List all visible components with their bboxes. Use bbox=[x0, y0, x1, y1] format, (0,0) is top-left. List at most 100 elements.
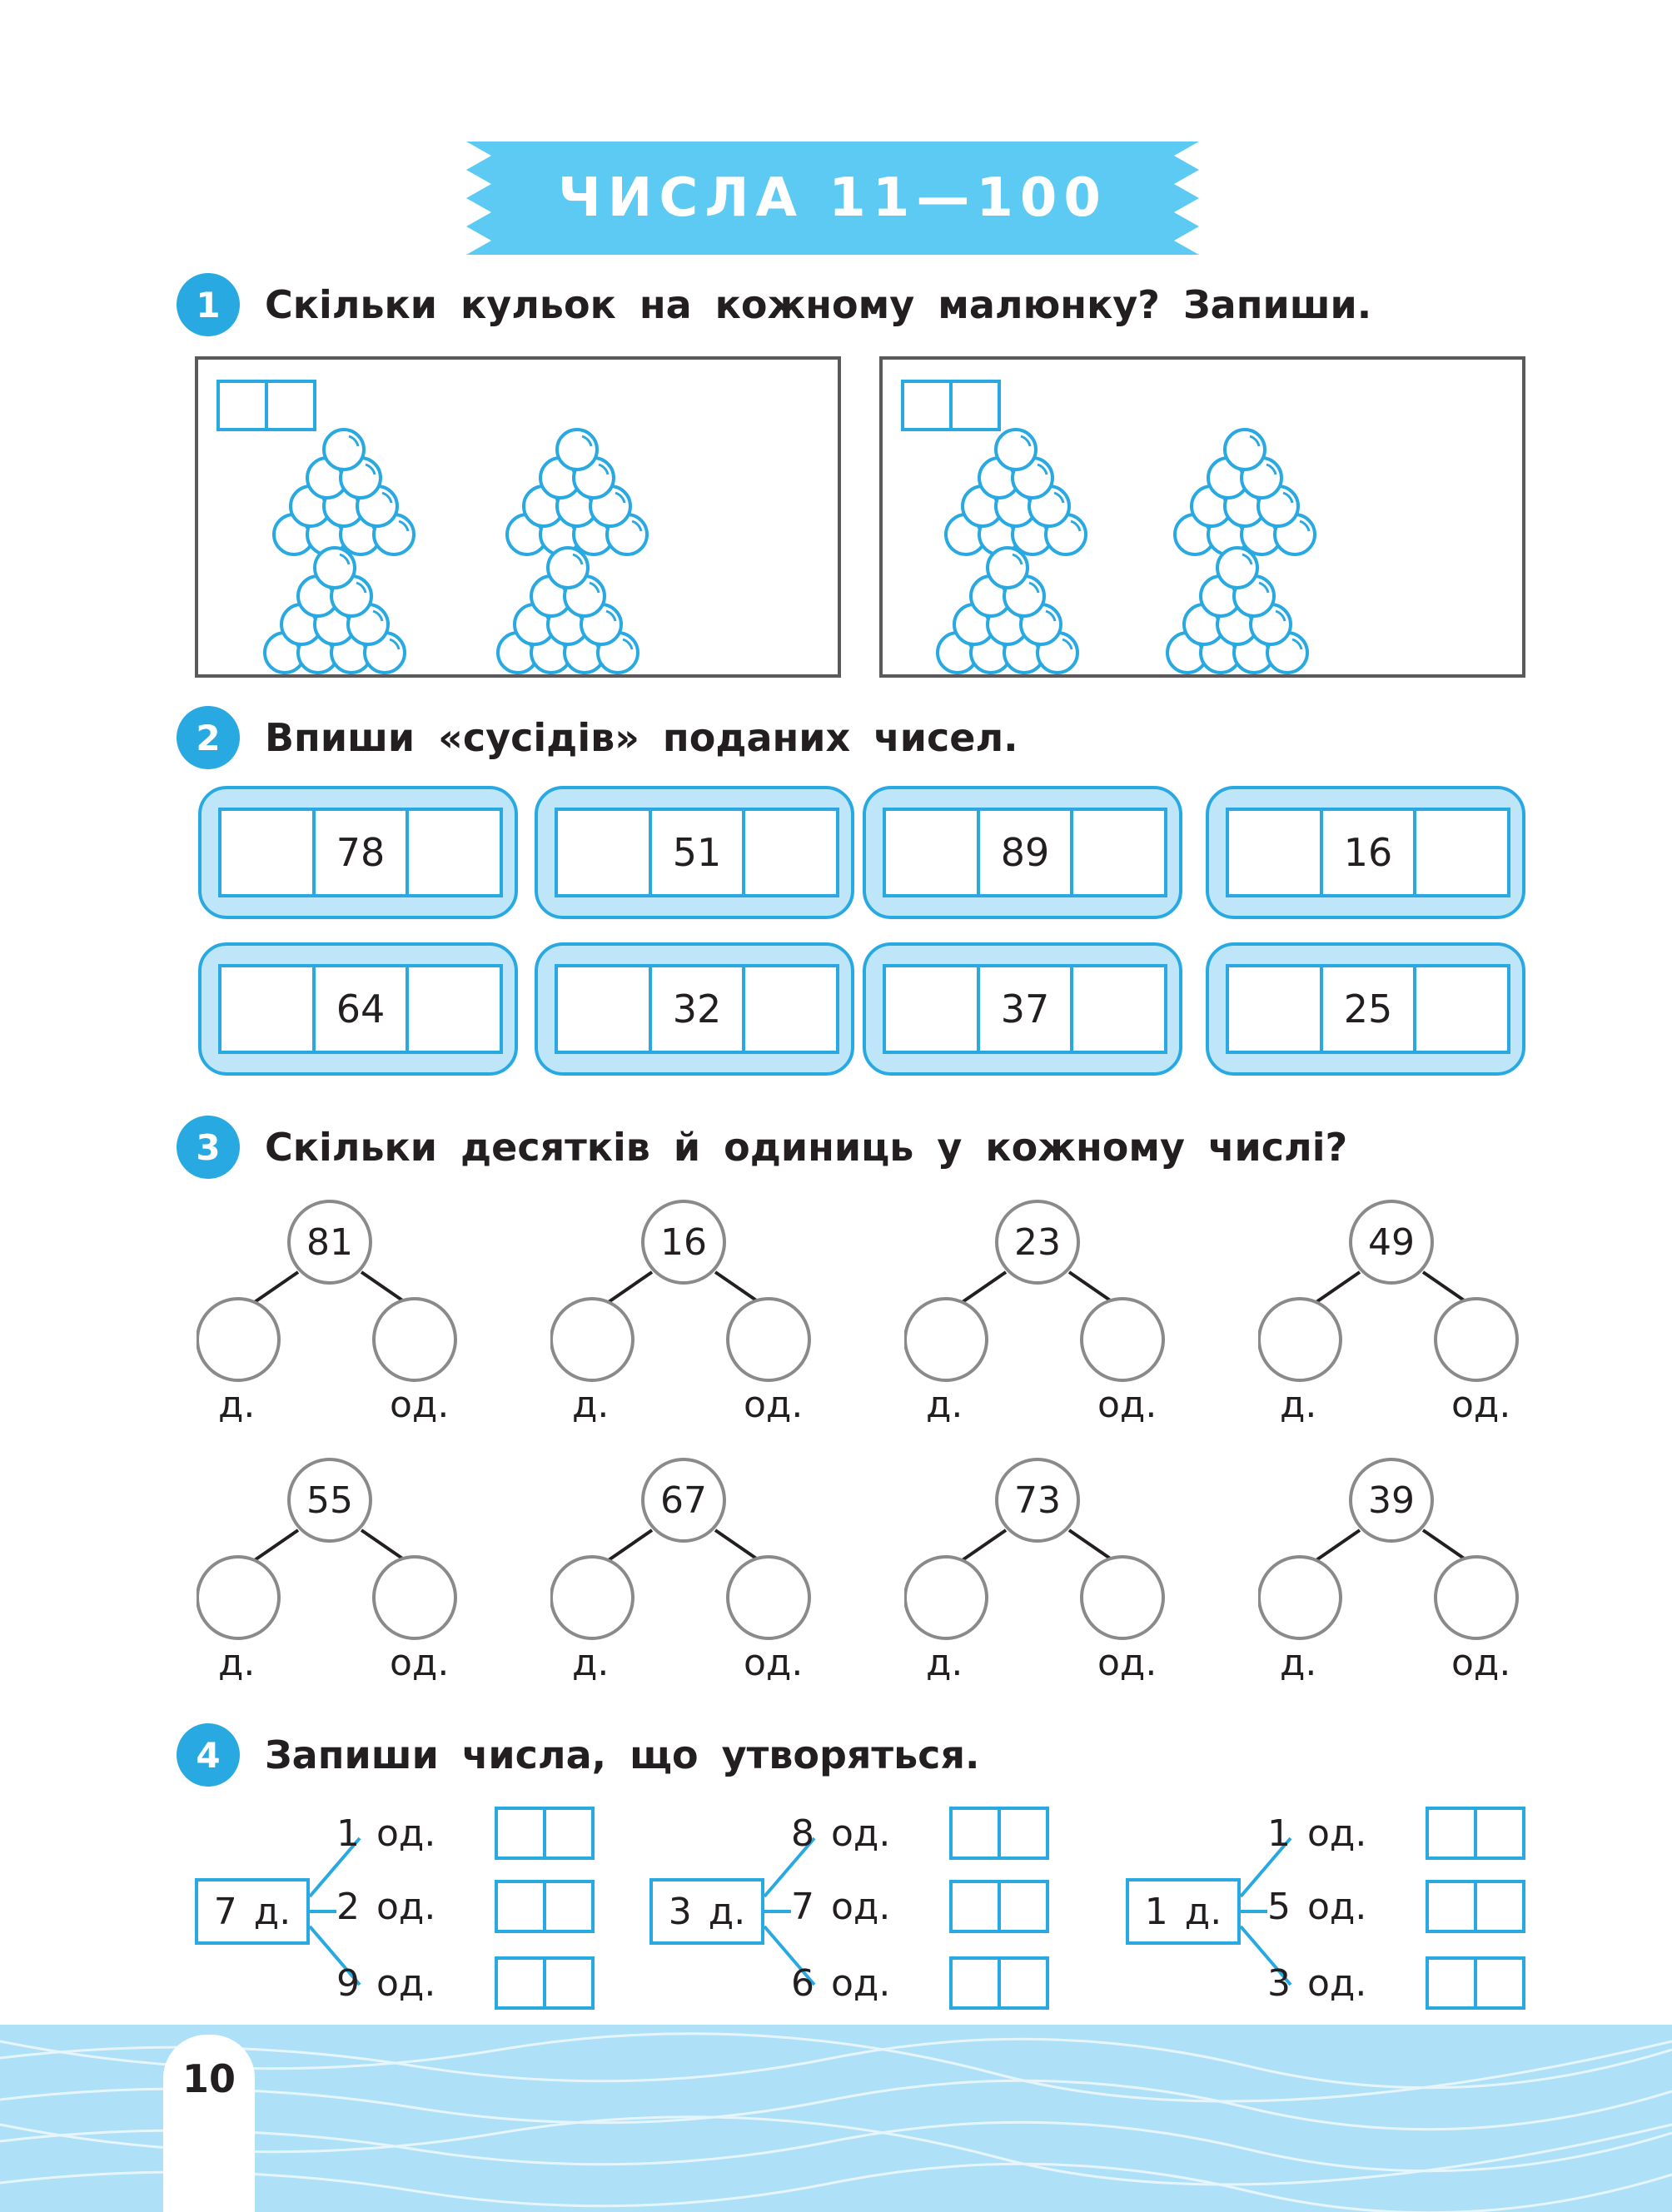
tens-circle[interactable] bbox=[904, 1555, 988, 1640]
answer-box[interactable] bbox=[495, 1807, 595, 1860]
given-number: 51 bbox=[648, 811, 743, 894]
task-instruction: Скільки десятків й одиниць у кожному чис… bbox=[265, 1125, 1348, 1170]
tree-lines bbox=[1258, 1200, 1519, 1382]
units-item: 5 од. bbox=[1267, 1885, 1367, 1928]
previous-number-input[interactable] bbox=[1229, 967, 1320, 1051]
answer-box[interactable] bbox=[216, 380, 316, 431]
ball-highlight bbox=[398, 519, 410, 532]
neighbor-row: 37 bbox=[883, 964, 1167, 1054]
tens-circle[interactable] bbox=[550, 1297, 634, 1382]
tree-lines bbox=[1258, 1458, 1519, 1640]
composition-group: 3 д.8 од.7 од.6 од. bbox=[649, 1805, 1049, 2021]
previous-number-input[interactable] bbox=[558, 967, 649, 1051]
tens-circle[interactable] bbox=[1258, 1297, 1342, 1382]
neighbor-card: 37 bbox=[863, 942, 1182, 1076]
tens-circle[interactable] bbox=[904, 1297, 988, 1382]
answer-box[interactable] bbox=[949, 1956, 1049, 2010]
task-1-header: 1 Скільки кульок на кожному малюнку? Зап… bbox=[177, 271, 1371, 338]
ball-highlight bbox=[1291, 638, 1303, 650]
units-item: 2 од. bbox=[336, 1885, 436, 1928]
task-3-header: 3 Скільки десятків й одиниць у кожному ч… bbox=[177, 1114, 1347, 1181]
ball-highlight bbox=[389, 638, 401, 650]
task-4-header: 4 Запиши числа, що утворяться. bbox=[177, 1722, 979, 1788]
ball-highlight bbox=[1053, 491, 1065, 504]
next-number-input[interactable] bbox=[1413, 811, 1507, 894]
ball-highlight bbox=[1070, 519, 1082, 532]
next-number-input[interactable] bbox=[742, 967, 836, 1051]
answer-box[interactable] bbox=[901, 380, 1001, 431]
ball-highlight bbox=[1275, 609, 1286, 622]
next-number-input[interactable] bbox=[406, 811, 500, 894]
tree-lines bbox=[904, 1458, 1165, 1640]
tens-base: 7 д. bbox=[195, 1878, 310, 1945]
neighbor-card: 32 bbox=[535, 942, 854, 1076]
ball-icon bbox=[555, 428, 599, 471]
answer-box[interactable] bbox=[1426, 1807, 1525, 1860]
balls-picture-left bbox=[195, 356, 841, 678]
answer-box[interactable] bbox=[495, 1880, 595, 1933]
tens-label: д. bbox=[926, 1642, 963, 1684]
answer-box[interactable] bbox=[949, 1880, 1049, 1933]
ball-highlight bbox=[339, 553, 351, 565]
units-circle[interactable] bbox=[372, 1555, 457, 1640]
units-label: од. bbox=[1451, 1384, 1511, 1426]
tens-circle[interactable] bbox=[1258, 1555, 1342, 1640]
ball-highlight bbox=[1258, 581, 1270, 594]
given-number: 32 bbox=[648, 967, 743, 1051]
given-number: 25 bbox=[1319, 967, 1414, 1051]
answer-box[interactable] bbox=[1426, 1880, 1525, 1933]
answer-box[interactable] bbox=[1426, 1956, 1525, 2010]
tens-base: 3 д. bbox=[649, 1878, 764, 1945]
tree-lines bbox=[550, 1200, 811, 1382]
ball-highlight bbox=[631, 519, 643, 532]
previous-number-input[interactable] bbox=[221, 967, 312, 1051]
composition-group: 7 д.1 од.2 од.9 од. bbox=[195, 1805, 595, 2021]
given-number: 23 bbox=[1014, 1220, 1061, 1264]
next-number-input[interactable] bbox=[406, 967, 500, 1051]
task-number-badge: 3 bbox=[177, 1116, 240, 1179]
given-number: 64 bbox=[311, 967, 406, 1051]
previous-number-input[interactable] bbox=[886, 811, 977, 894]
answer-box[interactable] bbox=[949, 1807, 1049, 1860]
ball-highlight bbox=[1045, 609, 1057, 622]
tens-circle[interactable] bbox=[197, 1297, 281, 1382]
ball-highlight bbox=[1282, 491, 1294, 504]
balls-drawing bbox=[263, 428, 649, 674]
next-number-input[interactable] bbox=[1070, 811, 1164, 894]
ball-highlight bbox=[1249, 435, 1261, 447]
units-circle[interactable] bbox=[1080, 1297, 1165, 1382]
previous-number-input[interactable] bbox=[221, 811, 312, 894]
units-circle[interactable] bbox=[726, 1555, 811, 1640]
neighbor-row: 78 bbox=[218, 808, 503, 897]
units-circle[interactable] bbox=[726, 1297, 811, 1382]
previous-number-input[interactable] bbox=[558, 811, 649, 894]
next-number-input[interactable] bbox=[1070, 967, 1164, 1051]
given-number: 37 bbox=[976, 967, 1071, 1051]
units-circle[interactable] bbox=[1080, 1555, 1165, 1640]
previous-number-input[interactable] bbox=[1229, 811, 1320, 894]
neighbor-card: 64 bbox=[198, 942, 518, 1076]
tens-circle[interactable] bbox=[550, 1555, 634, 1640]
tens-label: д. bbox=[1280, 1642, 1317, 1684]
previous-number-input[interactable] bbox=[886, 967, 977, 1051]
ball-icon bbox=[1216, 546, 1259, 589]
units-circle[interactable] bbox=[1434, 1555, 1519, 1640]
page-number: 10 bbox=[163, 2035, 255, 2212]
units-item: 9 од. bbox=[336, 1961, 436, 2005]
given-number: 81 bbox=[306, 1220, 353, 1264]
ball-highlight bbox=[372, 609, 384, 622]
ball-highlight bbox=[348, 435, 360, 447]
tens-label: д. bbox=[1280, 1384, 1317, 1426]
next-number-input[interactable] bbox=[742, 811, 836, 894]
ball-highlight bbox=[581, 435, 593, 447]
given-number: 49 bbox=[1368, 1220, 1415, 1264]
answer-box[interactable] bbox=[495, 1956, 595, 2010]
next-number-input[interactable] bbox=[1413, 967, 1507, 1051]
units-circle[interactable] bbox=[372, 1297, 457, 1382]
task-number-badge: 4 bbox=[177, 1723, 240, 1787]
units-circle[interactable] bbox=[1434, 1297, 1519, 1382]
tens-circle[interactable] bbox=[197, 1555, 281, 1640]
